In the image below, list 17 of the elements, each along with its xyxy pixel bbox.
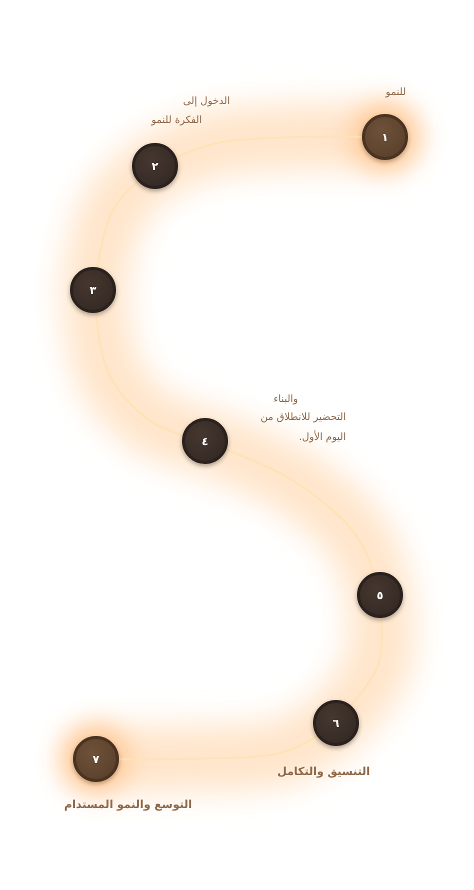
- step-number: ٢: [152, 160, 158, 172]
- connector-line: [94, 312, 184, 436]
- step-description: والبناء: [272, 393, 298, 407]
- step-description: للنمو: [384, 86, 406, 100]
- step-number: ٦: [332, 718, 340, 728]
- step-description: التحضير للانطلاق من اليوم الأول.: [259, 411, 346, 445]
- step-number: ٧: [92, 754, 100, 764]
- step-number: ٥: [376, 590, 384, 600]
- step-title: التوسع والنمو المستدام: [63, 797, 192, 813]
- step-number: ٣: [90, 284, 96, 296]
- step-number: ١: [382, 132, 388, 142]
- step-number: ٤: [202, 436, 208, 446]
- connector-line: [118, 734, 318, 760]
- step-title: التنسيق والتكامل: [276, 764, 370, 780]
- step-description: الدخول إلى: [182, 95, 230, 109]
- step-description: الفكرة للنمو: [150, 114, 202, 128]
- connector-line: [96, 180, 139, 268]
